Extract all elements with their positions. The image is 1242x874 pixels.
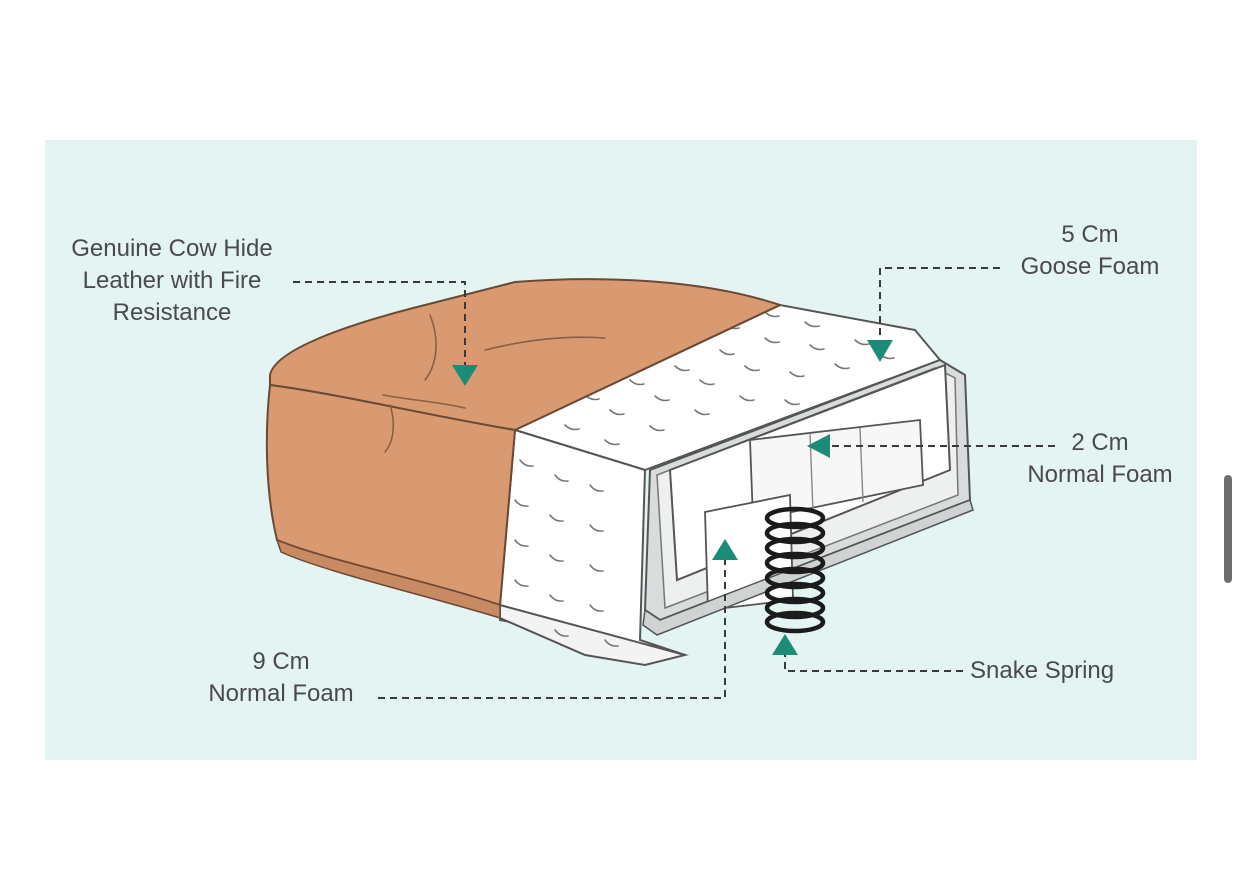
label-goose-foam-line2: Goose Foam [1020,253,1160,280]
label-goose-foam-line1: 5 Cm [1061,221,1119,248]
label-normal-foam-2cm: 2 Cm Normal Foam [1010,427,1190,491]
arrow-normal-foam-9cm-icon [712,539,738,560]
arrow-normal-foam-2cm-icon [807,434,830,458]
leader-line-leather [293,281,466,365]
leader-line-snake-spring [784,655,963,672]
label-leather: Genuine Cow Hide Leather with Fire Resis… [45,233,299,329]
label-normal-foam-2cm-line1: 2 Cm [1071,429,1129,456]
label-leather-line2: Leather with Fire [82,267,262,294]
label-leather-line3: Resistance [112,299,232,326]
arrow-leather-icon [452,365,478,386]
arrow-goose-foam-icon [867,340,893,362]
diagram-panel: Genuine Cow Hide Leather with Fire Resis… [45,140,1197,760]
label-leather-line1: Genuine Cow Hide [71,235,273,262]
label-goose-foam: 5 Cm Goose Foam [990,219,1190,283]
normal-foam-2cm-window [749,418,924,522]
label-snake-spring: Snake Spring [970,655,1170,687]
vertical-scrollbar-thumb[interactable] [1224,475,1232,583]
leader-line-normal-foam-9cm [378,560,726,699]
cushion-base-edge [642,499,974,636]
arrow-snake-spring-icon [772,634,798,655]
leader-line-goose-foam [879,267,1000,340]
label-normal-foam-9cm-line2: Normal Foam [208,680,354,707]
leather-creases [382,314,606,453]
snake-spring-coil [764,506,826,634]
label-normal-foam-2cm-line2: Normal Foam [1027,461,1173,488]
label-normal-foam-9cm-line1: 9 Cm [252,648,310,675]
fabric-quilting-marks [514,311,895,647]
label-snake-spring-line1: Snake Spring [970,657,1115,684]
label-normal-foam-9cm: 9 Cm Normal Foam [190,646,372,710]
leather-shadow [275,538,501,620]
seat-cushion-illustration [265,267,1055,699]
